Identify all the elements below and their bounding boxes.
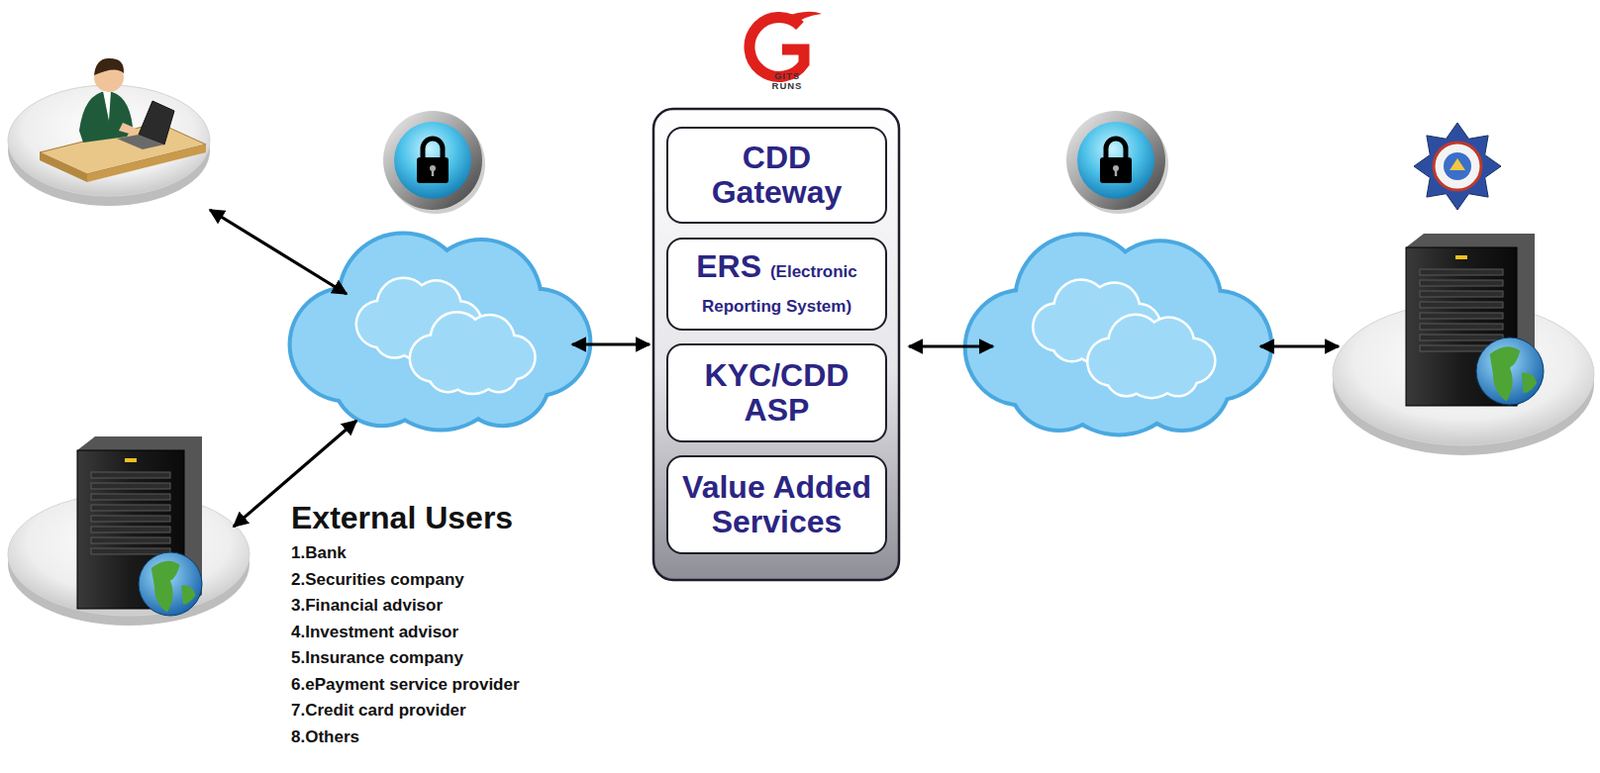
list-item: 2.Securities company [291, 567, 589, 595]
arrow-line [1260, 344, 1339, 348]
lock-icon [383, 110, 486, 214]
user-at-desk-icon [39, 58, 206, 183]
list-item: 5.Insurance company [291, 645, 589, 673]
list-item: 8.Others [291, 724, 589, 752]
police-badge [1413, 122, 1501, 210]
service-box: CDD Gateway [666, 126, 888, 224]
box-title: ERS [696, 248, 762, 285]
box-label: ERS (Electronic Reporting System) [675, 249, 879, 318]
box-title: KYC/CDD ASP [704, 357, 850, 428]
system-panel [653, 108, 900, 581]
list-item: 4.Investment advisor [291, 619, 589, 647]
service-box: KYC/CDD ASP [666, 343, 888, 443]
box-title: CDD Gateway [711, 139, 843, 210]
box-label: CDD Gateway [695, 140, 859, 209]
box-label: KYC/CDD ASP [695, 358, 859, 427]
network-cloud [288, 230, 594, 432]
list-item: 6.ePayment service provider [291, 672, 589, 700]
globe-icon [138, 552, 202, 616]
globe-icon [1476, 337, 1544, 405]
lock-icon [1066, 110, 1169, 214]
desk-platform [7, 85, 210, 206]
box-label: Value Added Services [671, 470, 883, 539]
service-box: ERS (Electronic Reporting System) [666, 237, 888, 331]
logo-mark [749, 11, 822, 78]
arrow-line [209, 209, 347, 295]
box-title: Value Added Services [682, 469, 872, 540]
list-item: 1.Bank [291, 540, 589, 568]
list-heading: External Users [291, 495, 589, 541]
list-item: 7.Credit card provider [291, 698, 589, 725]
list-item: 3.Financial advisor [291, 593, 589, 620]
network-cloud [963, 232, 1275, 438]
logo-text: GITS RUNS [762, 71, 812, 91]
arrow-line [908, 344, 994, 348]
service-box: Value Added Services [666, 455, 888, 555]
arrow-line [572, 342, 650, 346]
user-list: External Users1.Bank2.Securities company… [291, 495, 589, 751]
